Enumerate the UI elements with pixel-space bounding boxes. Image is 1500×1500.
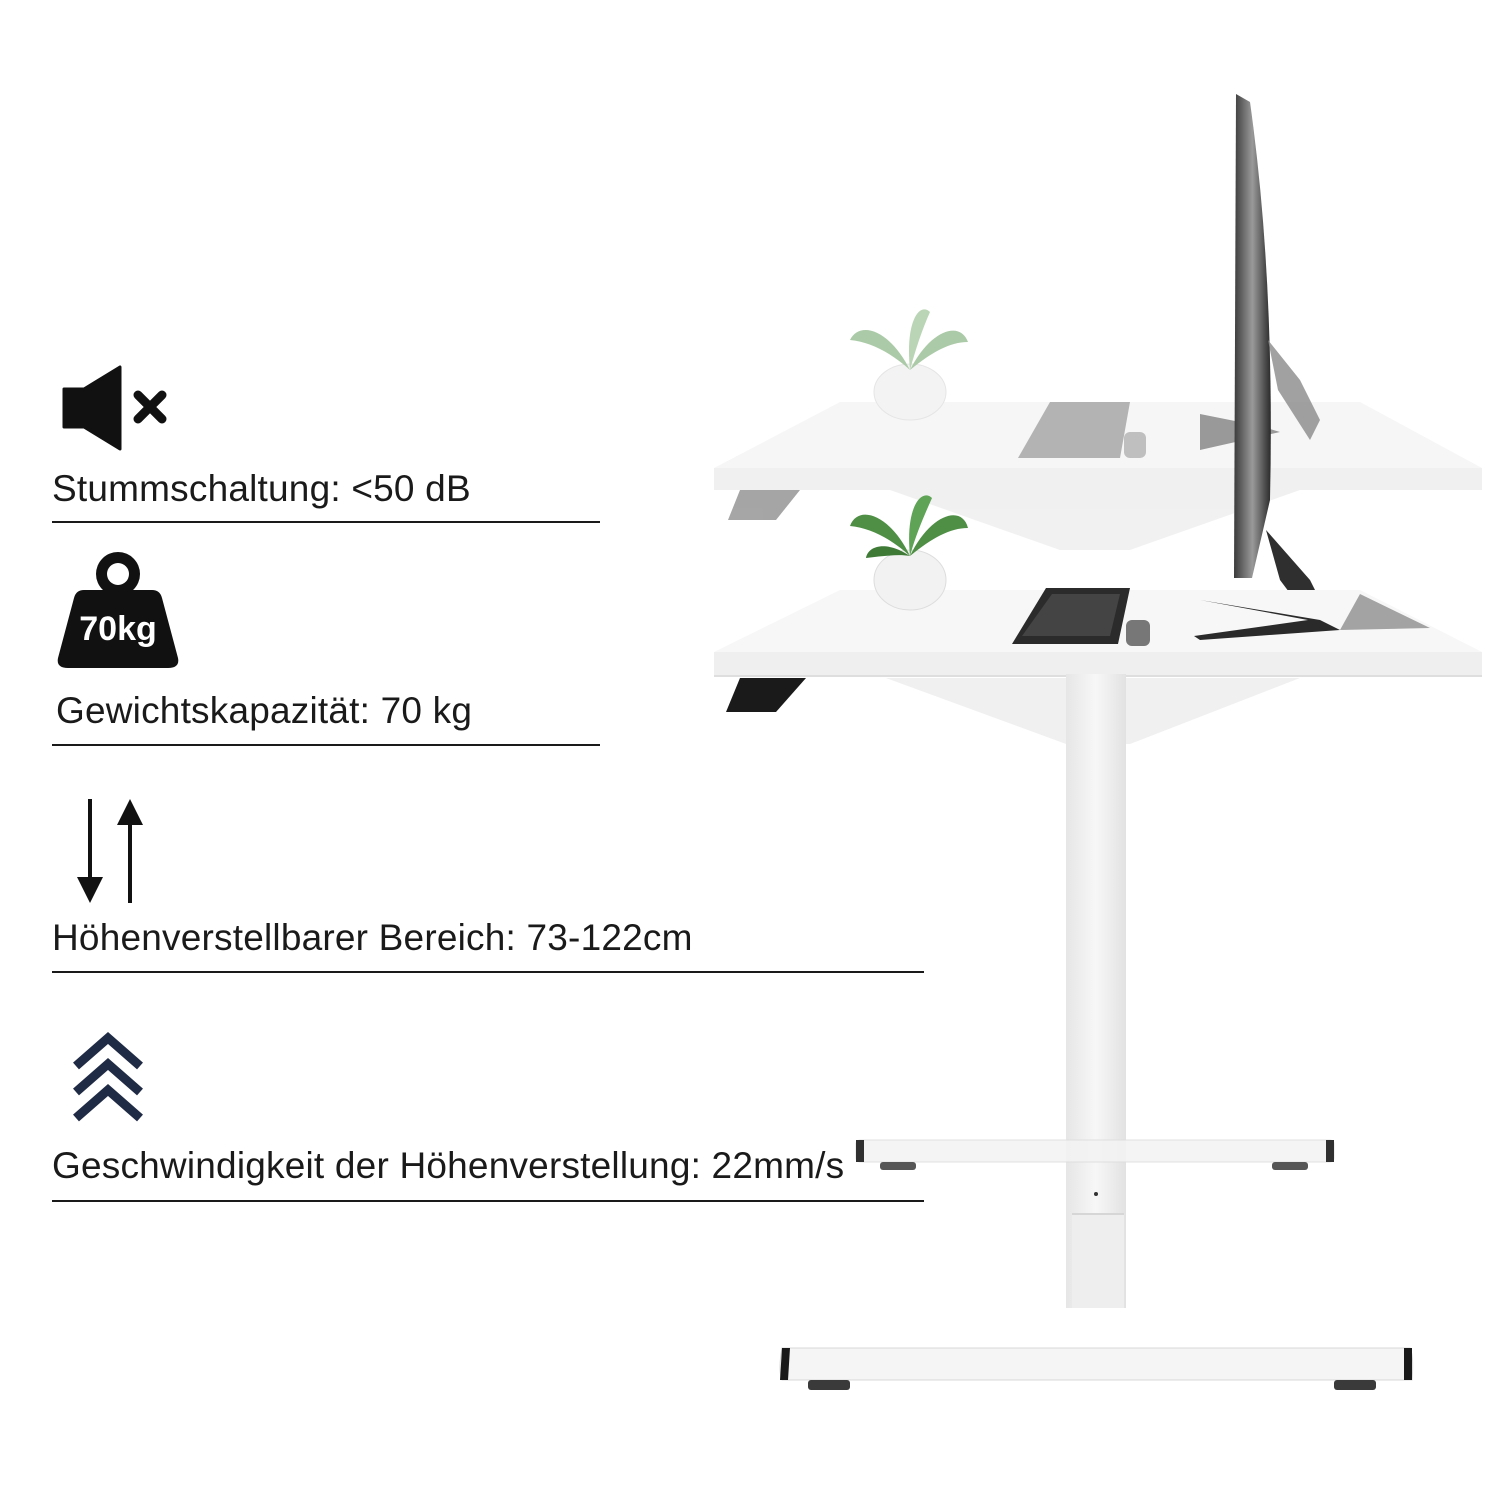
weight-icon [57, 552, 179, 668]
feature-label-speed: Geschwindigkeit der Höhenverstellung: 22… [52, 1145, 845, 1186]
feature-label-height-range: Höhenverstellbarer Bereich: 73-122cm [52, 917, 693, 958]
desk-foot [779, 1347, 1414, 1390]
divider [52, 1200, 924, 1202]
divider [52, 521, 600, 523]
standing-desk-illustration [714, 94, 1482, 1390]
feature-label-noise: Stummschaltung: <50 dB [52, 468, 471, 509]
desk-upper-position [714, 309, 1482, 550]
desk-leg [1066, 674, 1126, 1308]
weight-icon-text: 70kg [79, 610, 157, 648]
divider [52, 971, 924, 973]
speaker-mute-icon [62, 365, 167, 451]
chevrons-up-icon [73, 1032, 143, 1122]
up-down-arrows-icon [77, 799, 143, 903]
desk-lower-position [714, 495, 1482, 744]
monitor [1234, 94, 1330, 628]
divider [52, 744, 600, 746]
feature-label-capacity: Gewichtskapazität: 70 kg [56, 690, 473, 731]
